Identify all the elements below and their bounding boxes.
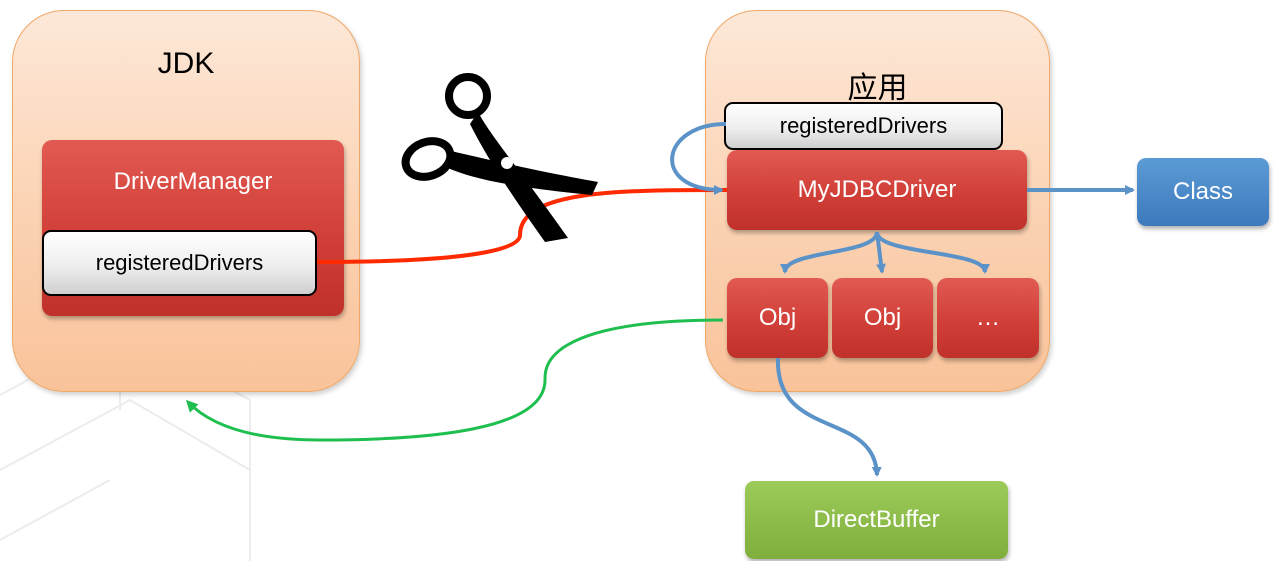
direct-buffer-label: DirectBuffer (813, 506, 940, 533)
obj-box-3: … (937, 278, 1039, 358)
obj-box-1: Obj (727, 278, 828, 358)
class-box: Class (1137, 158, 1269, 226)
jdk-title: JDK (157, 47, 215, 80)
jdk-registered-drivers-label: registeredDrivers (95, 250, 264, 275)
obj-label-2: Obj (863, 304, 902, 331)
obj-box-2: Obj (832, 278, 933, 358)
app-registered-drivers-box: registeredDrivers (724, 102, 1003, 150)
obj-label-1: Obj (758, 304, 797, 331)
app-registered-drivers-label: registeredDrivers (779, 113, 948, 138)
class-label: Class (1172, 178, 1233, 205)
my-jdbc-driver-box: MyJDBCDriver (727, 150, 1027, 230)
jdk-registered-drivers-box: registeredDrivers (42, 230, 317, 296)
direct-buffer-box: DirectBuffer (745, 481, 1008, 559)
my-jdbc-driver-label: MyJDBCDriver (797, 176, 957, 203)
driver-manager-label: DriverManager (113, 168, 273, 195)
obj-label-3: … (976, 304, 1000, 331)
app-title: 应用 (847, 72, 908, 105)
